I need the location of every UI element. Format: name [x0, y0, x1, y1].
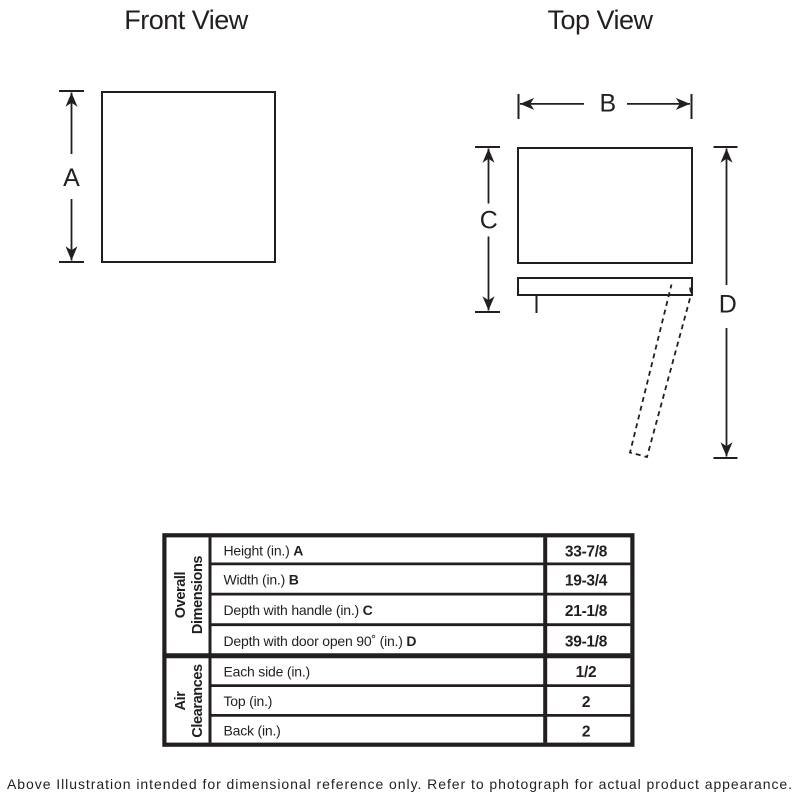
svg-text:Height (in.) A: Height (in.) A: [224, 543, 304, 559]
svg-text:A: A: [63, 164, 80, 192]
svg-text:Each side (in.): Each side (in.): [224, 663, 310, 679]
svg-text:Air: Air: [173, 691, 189, 711]
svg-text:Dimensions: Dimensions: [190, 556, 206, 635]
svg-text:1/2: 1/2: [576, 664, 597, 681]
svg-text:33-7/8: 33-7/8: [565, 544, 608, 561]
svg-text:Clearances: Clearances: [190, 664, 206, 738]
svg-text:Above Illustration intended fo: Above Illustration intended for dimensio…: [7, 776, 793, 792]
svg-text:Back (in.): Back (in.): [224, 723, 281, 739]
svg-text:Top (in.): Top (in.): [224, 693, 273, 709]
svg-text:Width (in.) B: Width (in.) B: [224, 572, 299, 588]
svg-text:21-1/8: 21-1/8: [565, 603, 608, 620]
svg-text:2: 2: [582, 694, 590, 711]
svg-text:C: C: [480, 207, 498, 235]
svg-text:B: B: [599, 89, 616, 117]
svg-text:19-3/4: 19-3/4: [565, 573, 608, 590]
svg-text:Top View: Top View: [547, 5, 653, 35]
svg-text:Overall: Overall: [173, 572, 189, 618]
svg-text:D: D: [719, 291, 737, 319]
svg-text:39-1/8: 39-1/8: [565, 634, 608, 651]
svg-text:Depth with door open 90˚ (in.): Depth with door open 90˚ (in.) D: [224, 633, 417, 649]
svg-text:Depth with handle (in.) C: Depth with handle (in.) C: [224, 602, 373, 618]
svg-text:Front View: Front View: [124, 5, 249, 35]
svg-text:2: 2: [582, 724, 590, 741]
